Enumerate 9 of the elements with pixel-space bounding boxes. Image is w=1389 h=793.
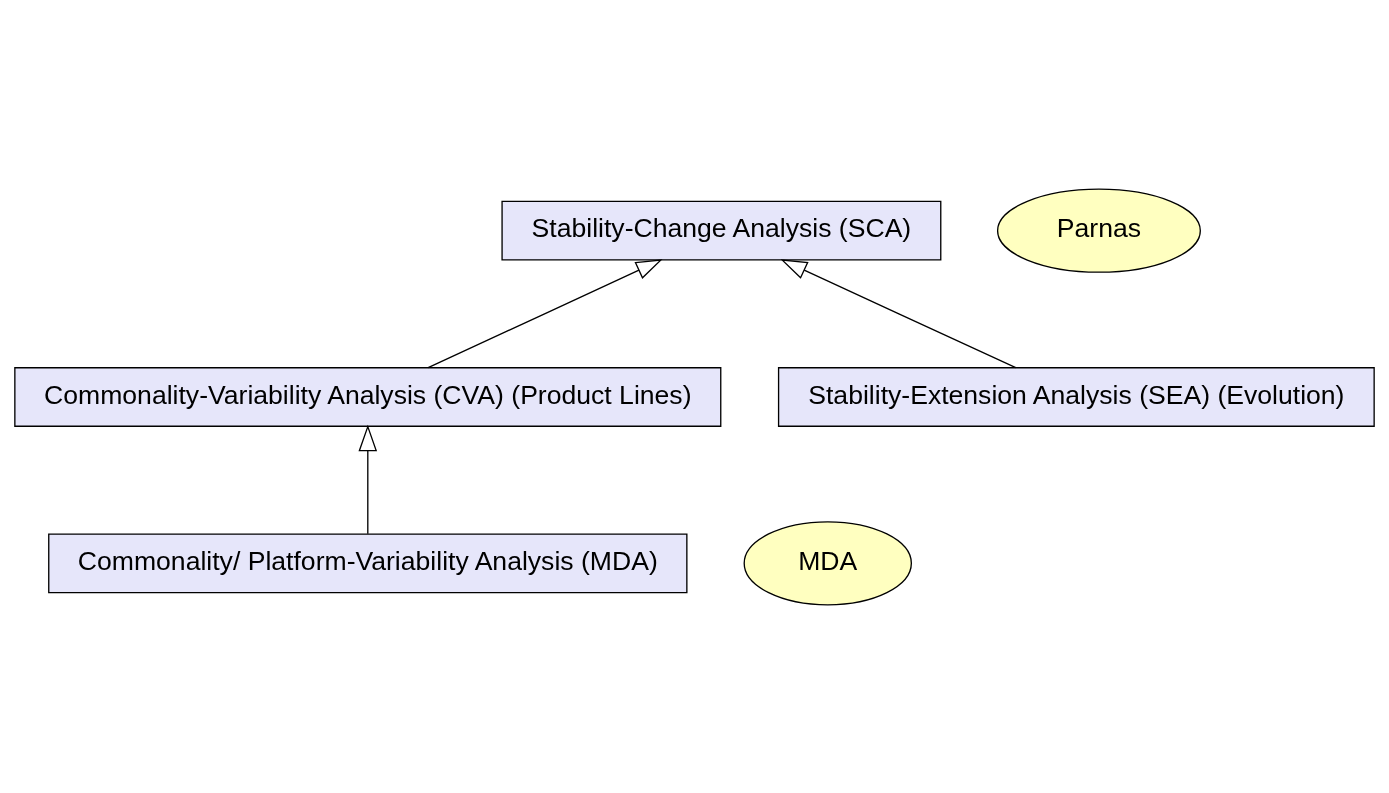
node-ellipse: Parnas <box>996 188 1201 273</box>
arrow <box>780 258 1017 368</box>
arrow <box>427 258 663 368</box>
arrow <box>358 424 378 534</box>
node-ellipse: MDA <box>743 520 912 605</box>
node-box: Commonality-Variability Analysis (CVA) (Product Lines) <box>14 366 722 427</box>
node-box: Stability-Extension Analysis (SEA) (Evolution) <box>777 366 1375 427</box>
node-box: Commonality/ Platform-Variability Analysis (MDA) <box>48 532 688 593</box>
node-box: Stability-Change Analysis (SCA) <box>501 200 942 261</box>
